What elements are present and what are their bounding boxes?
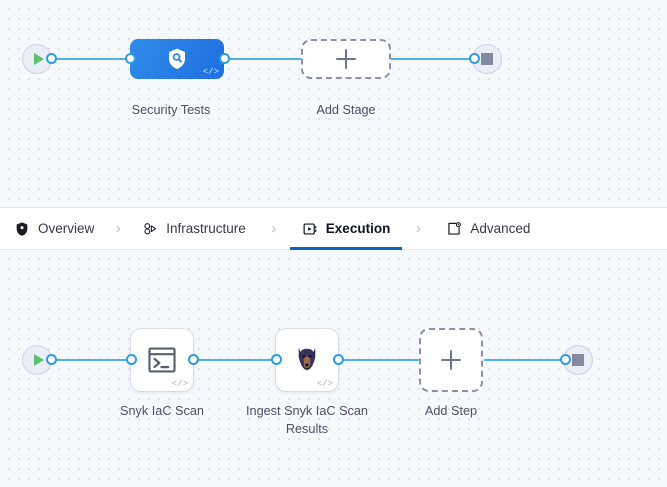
add-stage-label: Add Stage [316, 103, 376, 117]
edge-start-to-stage [51, 58, 135, 60]
port-stage-in[interactable] [125, 53, 136, 64]
edge-add-to-end [484, 359, 568, 361]
snyk-dog-icon [298, 348, 316, 371]
stage-label-security-tests: Security Tests [131, 103, 211, 117]
tab-label: Advanced [470, 220, 531, 236]
tab-separator: › [271, 220, 277, 237]
stage-node-security-tests[interactable]: </> [130, 39, 224, 79]
tab-separator: › [115, 220, 121, 237]
tab-infrastructure[interactable]: Infrastructure [142, 208, 246, 250]
tab-label: Infrastructure [166, 220, 246, 236]
advanced-gear-icon [448, 221, 462, 235]
execution-play-icon [303, 222, 317, 235]
step-node-ingest-snyk-results[interactable]: </> [276, 329, 338, 391]
code-badge: </> [202, 67, 219, 77]
port-stage-out[interactable] [219, 53, 230, 64]
tab-overview[interactable]: Overview [14, 208, 94, 250]
code-badge: </> [171, 379, 188, 389]
tab-advanced[interactable]: Advanced [446, 208, 530, 250]
edge-add-stage-to-end [386, 58, 478, 60]
port-end-in[interactable] [469, 53, 480, 64]
step-label-snyk-iac-scan: Snyk IaC Scan [120, 404, 204, 418]
port-step2-in[interactable] [271, 354, 282, 365]
edge-start-to-step1 [51, 359, 133, 361]
add-step-button[interactable] [419, 328, 483, 392]
port-start-out[interactable] [46, 53, 57, 64]
shield-icon [16, 221, 28, 236]
code-badge: </> [316, 379, 333, 389]
add-step-label: Add Step [424, 404, 478, 418]
port-step1-out[interactable] [188, 354, 199, 365]
edge-stage-to-add-stage [218, 58, 306, 60]
infrastructure-icon [144, 222, 157, 234]
port-step1-in[interactable] [126, 354, 137, 365]
pipeline-tabs[interactable]: Overview › Infrastructure › Execution › [0, 207, 667, 250]
step-label-ingest-snyk-results: Ingest Snyk IaC Scan Results [245, 404, 368, 437]
tab-execution[interactable]: Execution [289, 208, 402, 250]
terminal-icon [148, 347, 176, 373]
play-icon [33, 53, 44, 65]
add-stage-button[interactable] [301, 39, 391, 79]
shield-scan-icon [168, 48, 186, 70]
tab-label: Execution [325, 220, 391, 236]
play-icon [33, 354, 44, 366]
port-exec-end-in[interactable] [560, 354, 571, 365]
edge-step1-to-step2 [196, 359, 278, 361]
execution-canvas[interactable]: </> Snyk IaC Scan </> Ingest Snyk IaC Sc… [0, 250, 667, 487]
stage-canvas[interactable]: </> Security Tests Add Stage [0, 0, 667, 207]
step-node-snyk-iac-scan[interactable]: </> [131, 329, 193, 391]
stop-icon [481, 53, 493, 65]
tab-label: Overview [38, 220, 95, 236]
stop-icon [572, 354, 584, 366]
plus-icon [441, 350, 461, 370]
tab-separator: › [415, 220, 421, 237]
plus-icon [336, 49, 356, 69]
port-step2-out[interactable] [333, 354, 344, 365]
port-exec-start-out[interactable] [46, 354, 57, 365]
edge-step2-to-add [339, 359, 419, 361]
execution-end-node[interactable] [563, 345, 593, 375]
